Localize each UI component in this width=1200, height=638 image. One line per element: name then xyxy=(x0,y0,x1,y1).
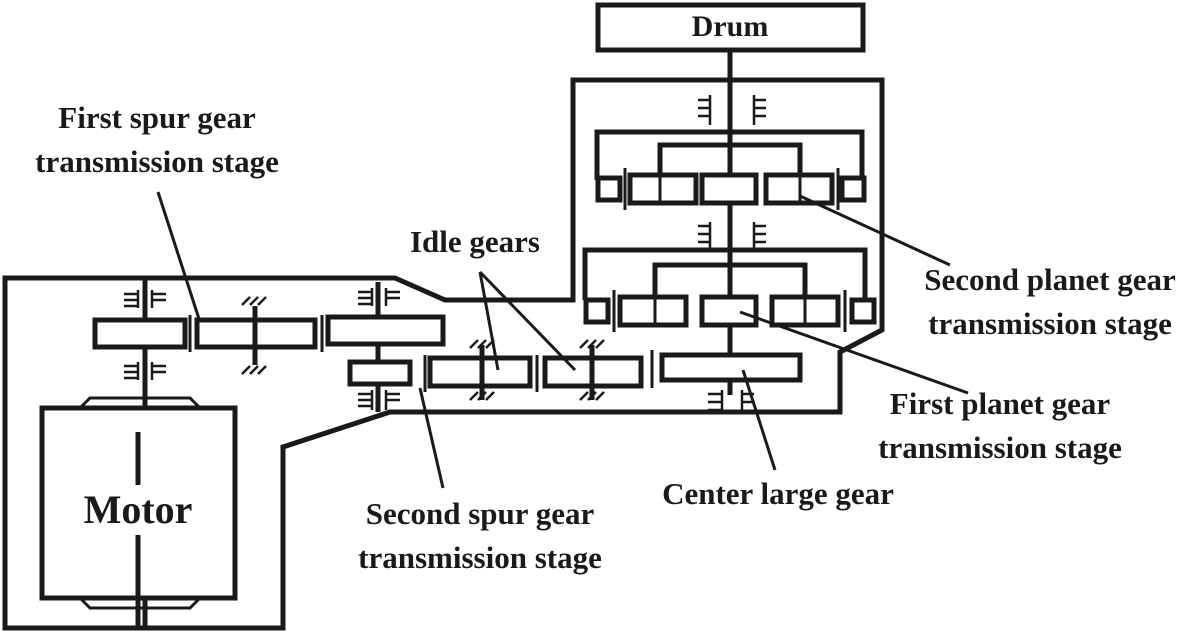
first-spur-gear xyxy=(194,296,318,375)
second-planet-carrier xyxy=(594,129,865,180)
housing-outline xyxy=(2,77,885,631)
center-large-gear xyxy=(659,352,803,383)
first-spur-label-line2: transmission stage xyxy=(35,144,279,179)
bearing-symbol xyxy=(124,290,166,380)
drum-label: Drum xyxy=(692,10,769,43)
first-planet-gear-row xyxy=(583,290,877,332)
second-planet-label-line1: Second planet gear xyxy=(924,262,1176,297)
second-spur-label-line2: transmission stage xyxy=(358,540,602,575)
idle-gear-1 xyxy=(427,339,533,401)
first-spur-label-line1: First spur gear xyxy=(58,100,256,135)
motor: Motor xyxy=(39,396,238,628)
bearing-symbol xyxy=(698,95,766,125)
center-gear-label: Center large gear xyxy=(662,476,894,511)
idle-gear-2 xyxy=(542,339,644,401)
motor-label: Motor xyxy=(84,487,193,532)
drum: Drum xyxy=(595,2,866,53)
first-planet-label-line2: transmission stage xyxy=(878,430,1122,465)
second-planet-label-line2: transmission stage xyxy=(928,306,1172,341)
idle-gears-label: Idle gears xyxy=(410,224,540,259)
leader-lines xyxy=(156,191,969,489)
second-planet-gear-row xyxy=(595,168,867,210)
motor-pinion-gear xyxy=(92,317,188,350)
second-spur-label-line1: Second spur gear xyxy=(366,496,595,531)
bearing-symbol xyxy=(698,222,766,248)
intermediate-shaft-gears xyxy=(325,282,446,412)
first-planet-carrier xyxy=(582,247,868,300)
first-planet-label-line1: First planet gear xyxy=(890,386,1111,421)
